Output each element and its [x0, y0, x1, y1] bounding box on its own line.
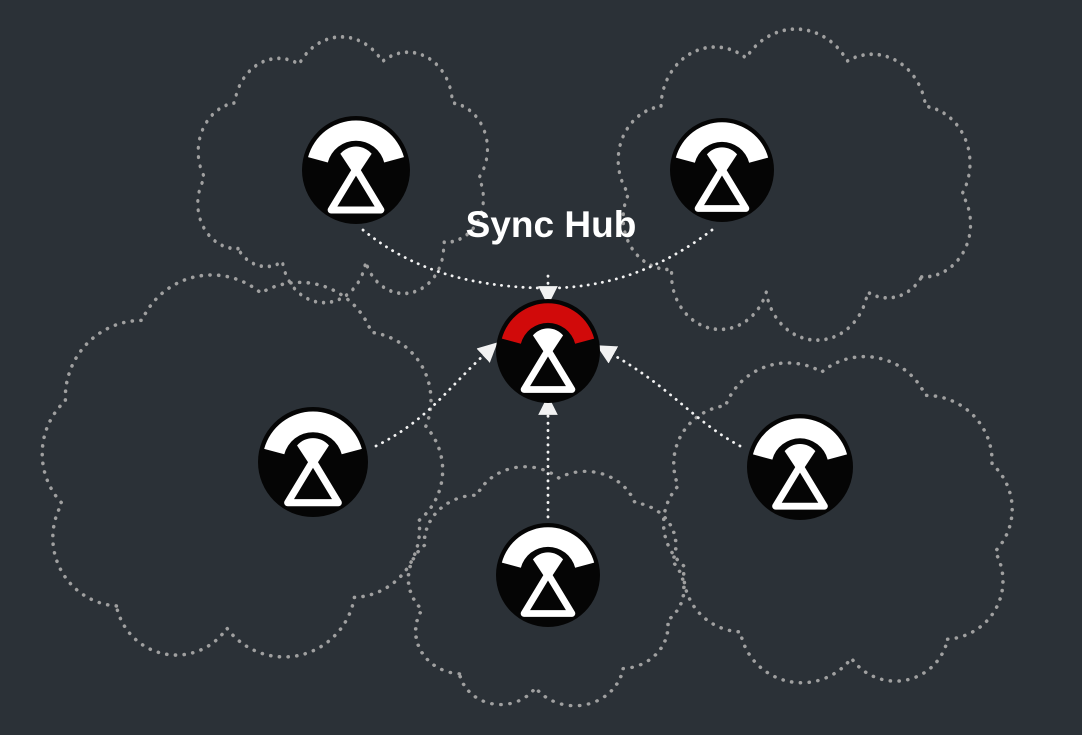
cloud-outline-middle-right [661, 354, 1014, 685]
signal-wedge-icon [532, 328, 564, 359]
signal-wedge-icon [340, 146, 372, 178]
red-wifi-arc-icon [501, 303, 595, 344]
triangle-icon [520, 346, 576, 393]
cloud-outline-middle-left [40, 273, 445, 659]
triangle-icon [327, 165, 385, 214]
arrow-top-right-to-hub [554, 228, 714, 290]
peer-node-middle-left [258, 407, 368, 517]
wifi-arc-icon [308, 120, 404, 163]
signal-wedge-icon [784, 443, 816, 475]
hub-node [496, 299, 600, 403]
wifi-arc-icon [675, 122, 769, 163]
triangle-icon [694, 165, 750, 212]
triangle-icon [284, 457, 342, 507]
triangle-icon [520, 570, 576, 617]
peer-node-top-left [302, 116, 410, 224]
signal-wedge-icon [297, 438, 329, 470]
wifi-arc-icon [264, 411, 362, 455]
signal-wedge-icon [706, 147, 738, 178]
peer-node-middle-right [747, 414, 853, 520]
wifi-arc-icon [501, 527, 595, 568]
arrow-middle-right-to-hub [596, 345, 742, 448]
signal-wedge-icon [532, 552, 564, 583]
diagram-title: Sync Hub [466, 204, 637, 245]
peer-node-bottom [496, 523, 600, 627]
triangle-icon [772, 462, 828, 510]
peer-node-top-right [670, 118, 774, 222]
arrow-top-left-to-hub [361, 228, 542, 290]
wifi-arc-icon [752, 418, 848, 460]
cloud-outline-top-right [616, 27, 973, 343]
